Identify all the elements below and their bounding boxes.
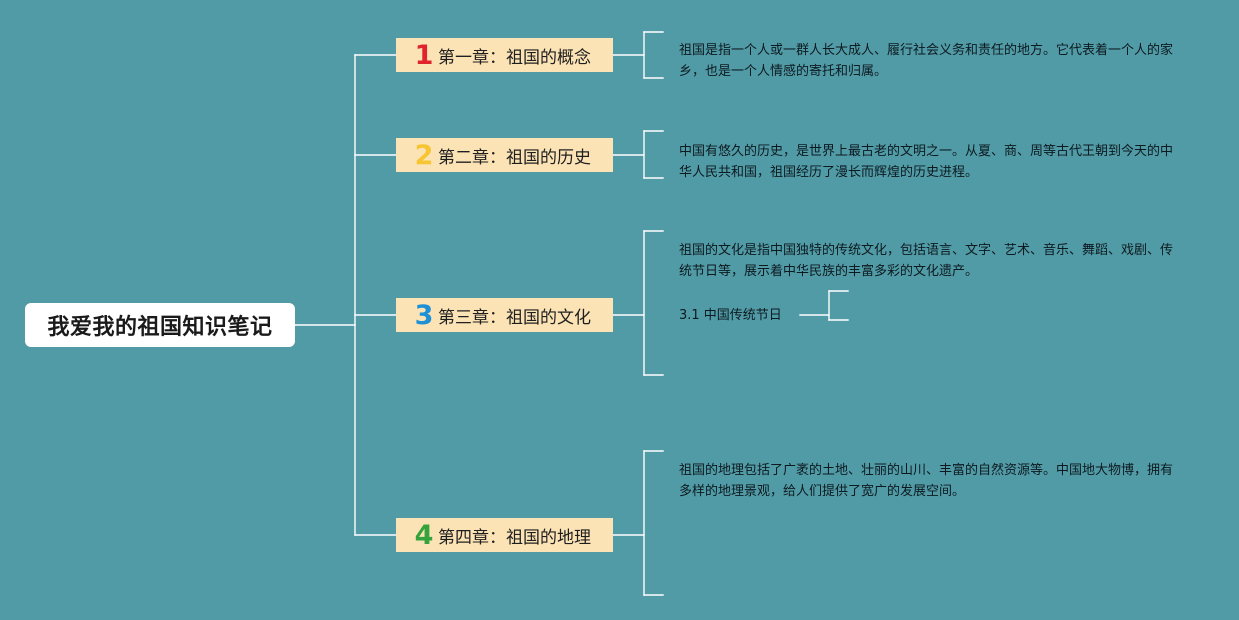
chapter-2-title: 第二章：祖国的历史 — [438, 147, 591, 168]
chapter-1-title: 第一章：祖国的概念 — [438, 47, 591, 68]
chapter-4-description[interactable]: 祖国的地理包括了广袤的土地、壮丽的山川、丰富的自然资源等。中国地大物博，拥有多样… — [679, 463, 1174, 499]
chapter-3-title: 第三章：祖国的文化 — [438, 307, 591, 328]
number-2-icon: 2 — [414, 139, 434, 171]
chapter-4-title: 第四章：祖国的地理 — [438, 527, 591, 548]
chapter-3-topic[interactable]: 3 第三章：祖国的文化 — [396, 298, 613, 332]
chapter-1-description[interactable]: 祖国是指一个人或一群人长大成人、履行社会义务和责任的地方。它代表着一个人的家乡，… — [679, 43, 1174, 79]
chapter-2-topic[interactable]: 2 第二章：祖国的历史 — [396, 138, 613, 172]
number-1-icon: 1 — [414, 39, 434, 71]
number-3-icon: 3 — [414, 299, 434, 331]
root-topic-label: 我爱我的祖国知识笔记 — [47, 315, 273, 340]
subtopic-3-1[interactable]: 3.1 中国传统节日 — [679, 308, 782, 323]
number-4-icon: 4 — [414, 519, 434, 551]
chapter-1-topic[interactable]: 1 第一章：祖国的概念 — [396, 38, 613, 72]
chapter-2-description[interactable]: 中国有悠久的历史，是世界上最古老的文明之一。从夏、商、周等古代王朝到今天的中华人… — [679, 144, 1174, 180]
chapter-3-description[interactable]: 祖国的文化是指中国独特的传统文化，包括语言、文字、艺术、音乐、舞蹈、戏剧、传统节… — [679, 243, 1174, 279]
root-topic[interactable]: 我爱我的祖国知识笔记 — [25, 303, 295, 347]
chapter-4-topic[interactable]: 4 第四章：祖国的地理 — [396, 518, 613, 552]
